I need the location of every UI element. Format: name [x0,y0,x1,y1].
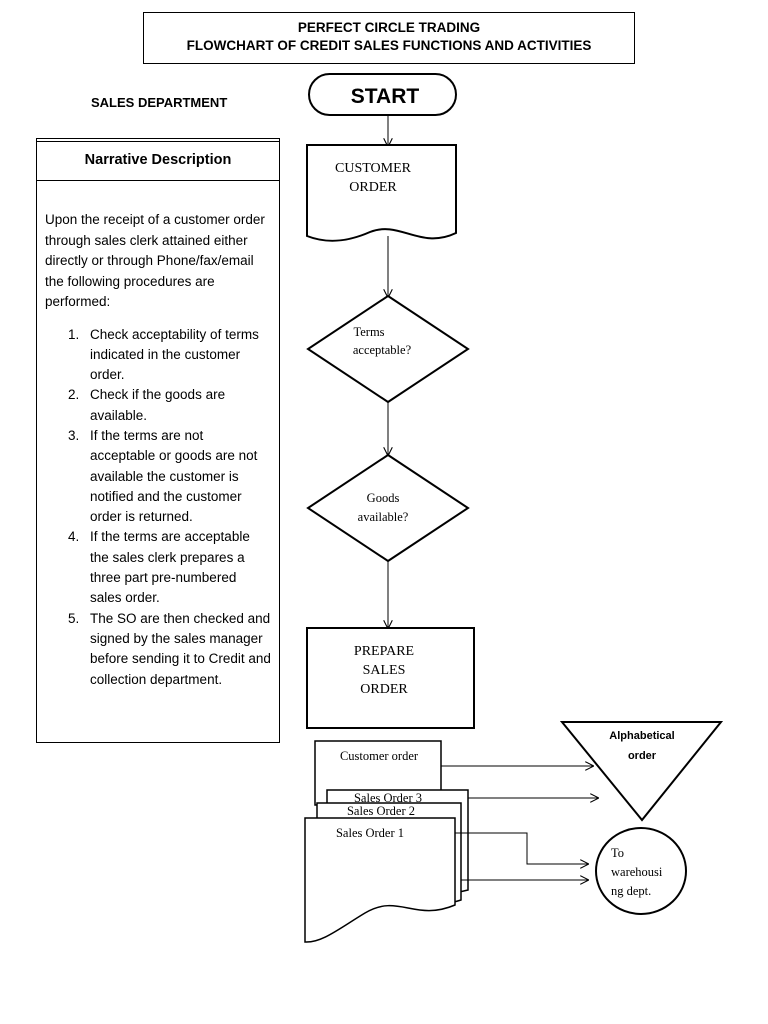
sales-order-1-label: Sales Order 1 [336,826,404,840]
decision-terms-label-line2: acceptable? [353,343,412,357]
prepare-so-label-line2: SALES [363,663,406,678]
customer-order-label-line1: CUSTOMER [335,161,412,176]
narrative-step: 3. If the terms are not acceptable or goo… [37,426,279,527]
warehousing-label-line2: warehousi [611,865,663,879]
customer-order-document: CUSTOMER ORDER [306,144,457,242]
narrative-steps: 1. Check acceptability of terms indicated… [37,325,279,690]
step-text: Check if the goods are available. [90,387,226,423]
sales-order-1-document: Sales Order 1 [304,817,456,943]
narrative-step: 4. If the terms are acceptable the sales … [37,527,279,608]
narrative-step: 5. The SO are then checked and signed by … [37,609,279,690]
step-text: If the terms are acceptable the sales cl… [90,529,250,606]
prepare-sales-order-process: PREPARE SALES ORDER [306,627,475,729]
narrative-panel: Narrative Description Upon the receipt o… [36,138,280,743]
step-text: Check acceptability of terms indicated i… [90,326,259,383]
title-line-subject: FLOWCHART OF CREDIT SALES FUNCTIONS AND … [186,38,592,53]
alphabetical-label-line1: Alphabetical [609,730,674,742]
narrative-step: 2. Check if the goods are available. [37,385,279,426]
step-number: 1. [68,326,80,342]
decision-terms-label-line1: Terms [353,325,384,339]
alphabetical-file-triangle: Alphabetical order [559,721,724,822]
sales-order-2-label: Sales Order 2 [347,804,415,818]
sales-order-3-label: Sales Order 3 [354,791,422,805]
start-label: START [351,85,420,108]
narrative-heading: Narrative Description [37,141,279,181]
customer-order-label-line2: ORDER [349,180,397,195]
decision-terms-acceptable: Terms acceptable? [306,294,470,404]
step-text: If the terms are not acceptable or goods… [90,427,258,525]
step-number: 4. [68,529,80,545]
warehousing-label-line3: ng dept. [611,884,651,898]
warehousing-label-line1: To [611,846,624,860]
title-line-company: PERFECT CIRCLE TRADING [297,20,481,35]
narrative-step: 1. Check acceptability of terms indicated… [37,325,279,386]
decision-goods-available: Goods available? [306,453,470,563]
step-number: 3. [68,427,80,443]
alphabetical-label-line2: order [628,750,657,762]
page-title: PERFECT CIRCLE TRADING FLOWCHART OF CRED… [143,12,635,64]
narrative-intro: Upon the receipt of a customer order thr… [45,212,265,309]
decision-goods-label-line1: Goods [367,491,400,505]
customer-order-output-label: Customer order [340,749,419,763]
warehousing-connector-circle: To warehousi ng dept. [595,827,687,915]
prepare-so-label-line3: ORDER [360,682,408,697]
step-number: 2. [68,387,80,403]
prepare-so-label-line1: PREPARE [354,644,414,659]
decision-goods-label-line2: available? [358,510,409,524]
start-terminator: START [308,73,457,116]
department-label: SALES DEPARTMENT [91,95,228,110]
flow-arrow [455,832,588,864]
step-number: 5. [68,610,80,626]
step-text: The SO are then checked and signed by th… [90,610,271,687]
